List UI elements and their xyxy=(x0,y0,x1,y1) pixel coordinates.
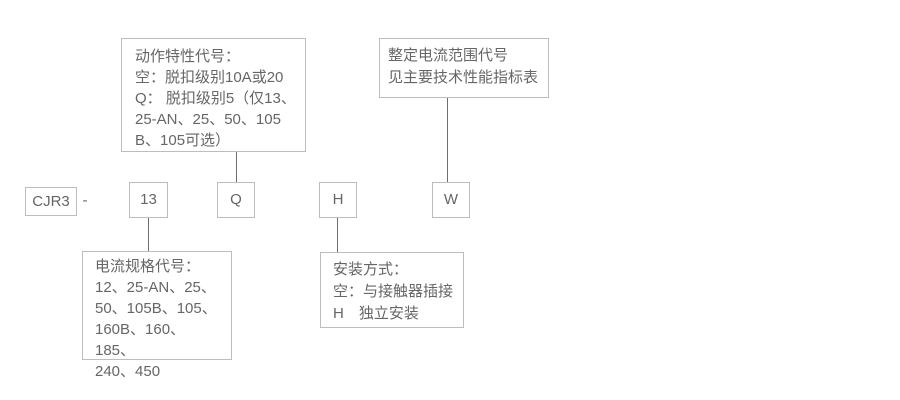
code-box-mounting-mode: H xyxy=(319,182,357,218)
callout-action-characteristic: 动作特性代号： 空：脱扣级别10A或20 Q： 脱扣级别5（仅13、 25-AN… xyxy=(121,38,306,152)
code-separator-dash: - xyxy=(82,192,88,209)
callout-setting-current-range: 整定电流范围代号 见主要技术性能指标表 xyxy=(379,38,549,98)
code-box-current-spec: 13 xyxy=(129,182,168,218)
connector-line-range-to-w xyxy=(447,98,448,182)
connector-line-13-to-current-spec xyxy=(148,218,149,251)
code-box-setting-current-range: W xyxy=(432,182,470,218)
code-box-model-prefix: CJR3 xyxy=(25,187,77,216)
callout-mounting-mode: 安装方式： 空：与接触器插接 H 独立安装 xyxy=(320,252,464,328)
connector-line-h-to-mounting xyxy=(337,218,338,252)
connector-line-action-to-q xyxy=(236,152,237,182)
callout-current-spec: 电流规格代号： 12、25-AN、25、 50、105B、105、 160B、1… xyxy=(82,251,232,380)
code-box-action-characteristic: Q xyxy=(217,182,255,218)
